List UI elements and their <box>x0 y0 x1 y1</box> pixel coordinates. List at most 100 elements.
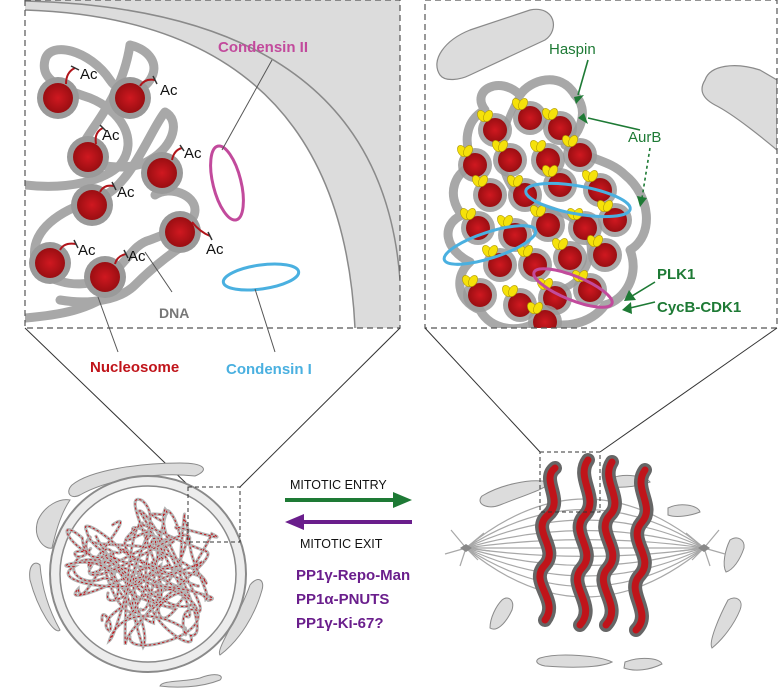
phospho-mark <box>477 110 493 122</box>
er-membrane <box>36 499 71 549</box>
nucleosome <box>502 285 537 322</box>
chromatin-fiber-nucleosomes <box>108 528 185 642</box>
nucleosome-label: Nucleosome <box>90 359 179 376</box>
phospho-mark <box>502 285 518 297</box>
nucleosome <box>37 77 79 119</box>
spindle-pole-left <box>460 544 472 552</box>
nucleosome <box>29 242 71 284</box>
nucleosome <box>477 110 512 147</box>
phospho-mark <box>597 200 613 212</box>
transition-arrows: MITOTIC ENTRY MITOTIC EXIT PP1γ-Repo-Man… <box>285 478 412 632</box>
astral-microtubule <box>465 532 485 549</box>
nucleosome <box>141 152 183 194</box>
nucleosome <box>462 275 497 312</box>
phospho-mark <box>472 175 488 187</box>
ac-label: Ac <box>80 66 98 83</box>
nucleosome <box>527 302 562 328</box>
condensin-i-ring <box>221 262 301 292</box>
nucleosome <box>530 205 565 242</box>
nucleosome <box>457 145 492 182</box>
chromatin-fiber <box>71 555 147 651</box>
right-zoom-frame <box>424 0 778 329</box>
left-zoom-frame <box>24 0 401 329</box>
interphase-chromatin <box>64 497 219 651</box>
phospho-mark <box>497 215 513 227</box>
mitotic-exit-arrowhead <box>285 514 304 530</box>
er-membrane <box>68 462 204 498</box>
nucleosome <box>492 140 527 177</box>
ac-label: Ac <box>128 248 146 265</box>
chromatin-fiber-nucleosomes <box>65 561 141 600</box>
acetyl-ticks <box>70 65 213 259</box>
phospho-mark <box>507 175 523 187</box>
nucleosomes-left <box>29 77 201 298</box>
nucleosome <box>84 256 126 298</box>
phospho-mark <box>512 98 528 110</box>
mitotic-cell <box>444 451 745 671</box>
left-zoom-panel: Ac Ac Ac Ac Ac Ac Ac Ac Condensin II Con… <box>24 0 401 378</box>
er-membrane <box>29 562 61 632</box>
mitotic-zoom-box <box>539 451 601 513</box>
microtubule-fragment <box>436 8 554 81</box>
phospho-mark <box>460 208 476 220</box>
ac-label: Ac <box>184 145 202 162</box>
haspin-label: Haspin <box>549 41 596 58</box>
mitotic-entry-arrowhead <box>393 492 412 508</box>
nucleosome <box>587 235 622 272</box>
acetyl-labels: Ac Ac Ac Ac Ac Ac Ac Ac <box>78 66 224 265</box>
plk1-label: PLK1 <box>657 266 695 283</box>
er-membrane <box>159 674 222 688</box>
phosphatase-ki67: PP1γ-Ki-67? <box>296 615 384 632</box>
right-zoom-panel: Haspin AurB PLK1 CycB-CDK1 <box>424 0 778 329</box>
ac-label: Ac <box>117 184 135 201</box>
nucleosome <box>109 77 151 119</box>
ac-label: Ac <box>206 241 224 258</box>
chromatin-fiber-nucleosomes <box>151 508 201 636</box>
projection-lines <box>24 327 778 488</box>
phospho-mark <box>587 235 603 247</box>
phosphatase-pnuts: PP1α-PNUTS <box>296 591 389 608</box>
cycb-cdk1-label: CycB-CDK1 <box>657 299 741 316</box>
mitotic-entry-label: MITOTIC ENTRY <box>290 478 387 492</box>
nucleosome <box>159 211 201 253</box>
chromatin-fiber-nucleosomes <box>89 534 208 601</box>
leader-lines-left <box>97 59 276 353</box>
acetyl-tails <box>59 67 211 265</box>
phospho-mark <box>542 108 558 120</box>
dna-label: DNA <box>159 305 189 321</box>
astral-microtubule <box>685 532 705 549</box>
interphase-nucleus <box>29 462 264 688</box>
ac-label: Ac <box>102 127 120 144</box>
astral-microtubule <box>450 529 467 549</box>
condensin-i-label: Condensin I <box>226 361 312 378</box>
condensin-ii-ring-right <box>532 267 614 309</box>
condensin-i-ring-right <box>524 181 632 219</box>
phospho-mark <box>492 140 508 152</box>
phospho-mark <box>530 205 546 217</box>
chromatin-fiber-nucleosomes <box>124 522 209 645</box>
nucleosome <box>562 135 597 172</box>
interphase-zoom-box <box>187 486 241 543</box>
microtubule-fragment <box>701 65 777 151</box>
condensin-ii-ring <box>209 144 245 222</box>
spindle-pole-right <box>698 544 710 552</box>
nucleosome <box>460 208 495 245</box>
phospho-mark <box>462 275 478 287</box>
aurb-label: AurB <box>628 129 661 146</box>
nucleosome <box>552 238 587 275</box>
phospho-mark <box>527 302 543 314</box>
condensin-ii-label: Condensin II <box>218 39 308 56</box>
nucleosome <box>472 175 507 212</box>
phospho-mark <box>457 145 473 157</box>
astral-microtubule <box>703 529 720 549</box>
mitotic-exit-label: MITOTIC EXIT <box>300 537 383 551</box>
nucleosome <box>512 98 547 135</box>
nuclear-envelope <box>25 0 400 328</box>
nucleosome <box>71 184 113 226</box>
phospho-mark <box>542 165 558 177</box>
condensin-i-ring-right <box>442 224 538 266</box>
chromatin-fiber-nucleosomes <box>66 529 108 558</box>
phospho-mark <box>482 245 498 257</box>
kinase-arrows <box>574 59 656 314</box>
